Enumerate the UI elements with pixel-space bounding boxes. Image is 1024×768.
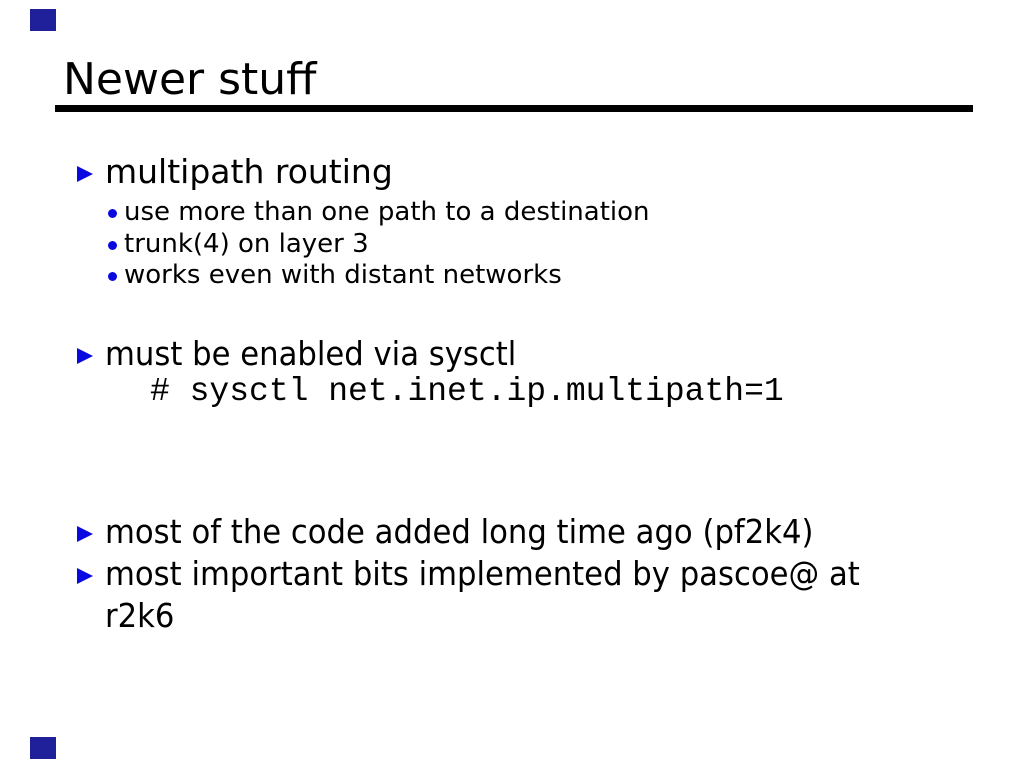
corner-marker-bottom-icon bbox=[30, 737, 56, 759]
bullet-line-multipath-routing: multipath routing bbox=[77, 155, 393, 188]
subbullet-text: trunk(4) on layer 3 bbox=[124, 229, 369, 259]
corner-marker-top-icon bbox=[30, 9, 56, 31]
subbullet-line-use-more-paths: use more than one path to a destination bbox=[108, 199, 650, 225]
triangle-bullet-icon bbox=[77, 526, 93, 542]
code-line-sysctl-command: # sysctl net.inet.ip.multipath=1 bbox=[150, 375, 784, 408]
bullet-line-sysctl: must be enabled via sysctl bbox=[77, 337, 547, 370]
dot-bullet-icon bbox=[108, 209, 117, 218]
bullet-continuation-r2k6: r2k6 bbox=[105, 599, 180, 632]
code-text: # sysctl net.inet.ip.multipath=1 bbox=[150, 373, 784, 410]
subbullet-line-trunk-layer3: trunk(4) on layer 3 bbox=[108, 231, 369, 257]
triangle-bullet-icon bbox=[77, 166, 93, 182]
bullet-text: r2k6 bbox=[105, 596, 175, 635]
triangle-bullet-icon bbox=[77, 568, 93, 584]
dot-bullet-icon bbox=[108, 272, 117, 281]
subbullet-text: works even with distant networks bbox=[124, 260, 562, 290]
bullet-line-code-added-pf2k4: most of the code added long time ago (pf… bbox=[77, 515, 867, 548]
bullet-text: multipath routing bbox=[105, 152, 393, 191]
bullet-text: most of the code added long time ago (pf… bbox=[105, 512, 814, 551]
title-underline bbox=[55, 105, 973, 112]
bullet-text: must be enabled via sysctl bbox=[105, 334, 517, 373]
bullet-line-pascoe: most important bits implemented by pasco… bbox=[77, 557, 917, 590]
bullet-text: most important bits implemented by pasco… bbox=[105, 554, 860, 593]
subbullet-line-distant-networks: works even with distant networks bbox=[108, 262, 562, 288]
triangle-bullet-icon bbox=[77, 348, 93, 364]
subbullet-text: use more than one path to a destination bbox=[124, 197, 650, 227]
dot-bullet-icon bbox=[108, 241, 117, 250]
slide-title: Newer stuff bbox=[63, 54, 317, 105]
